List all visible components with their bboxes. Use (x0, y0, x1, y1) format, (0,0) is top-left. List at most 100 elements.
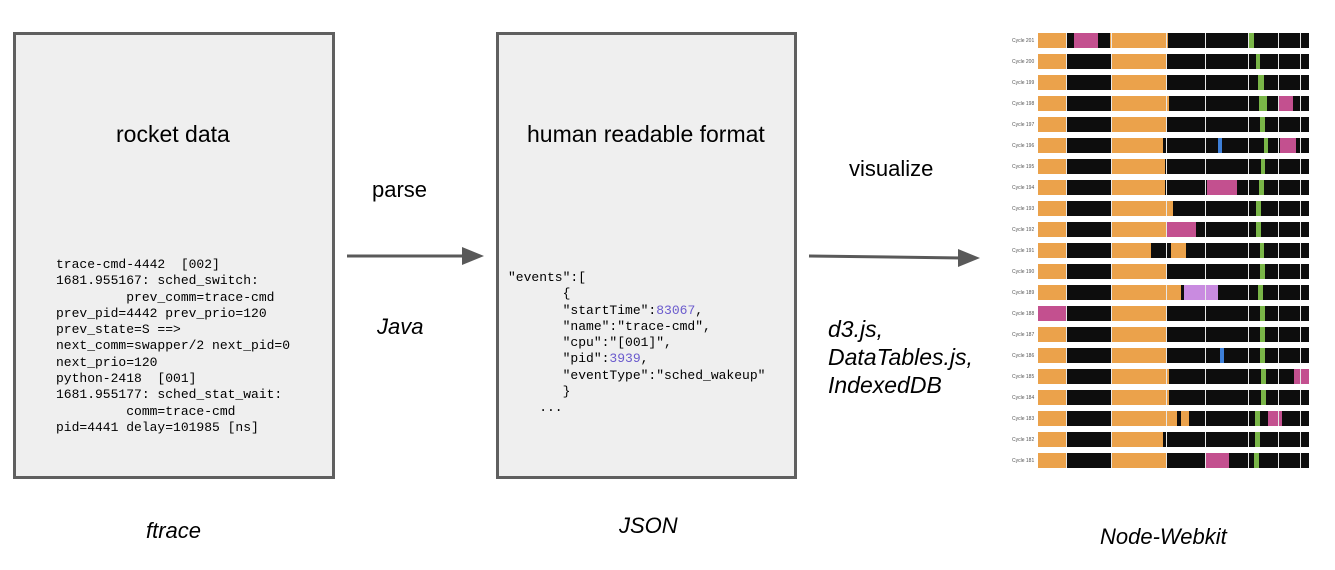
timeline-tick (1278, 159, 1279, 174)
timeline-tick (1066, 285, 1067, 300)
timeline-segment (1111, 453, 1167, 468)
timeline-segment (1259, 96, 1267, 111)
timeline-segment (1248, 33, 1254, 48)
timeline-row (1038, 222, 1309, 237)
timeline-segment (1218, 138, 1222, 153)
timeline-tick (1300, 264, 1301, 279)
timeline-tick (1205, 285, 1206, 300)
timeline-tick (1300, 453, 1301, 468)
timeline-tick (1066, 33, 1067, 48)
timeline-tick (1111, 285, 1112, 300)
timeline-tick (1248, 180, 1249, 195)
timeline-segment (1181, 285, 1184, 300)
timeline-segment (1207, 180, 1237, 195)
timeline-segment (1265, 327, 1309, 342)
timeline-segment (1038, 306, 1066, 321)
timeline-tick (1166, 222, 1167, 237)
timeline-tick (1300, 117, 1301, 132)
timeline-tick (1066, 327, 1067, 342)
timeline-segment (1263, 285, 1309, 300)
raw-data-title: rocket data (116, 121, 230, 147)
timeline-tick (1066, 369, 1067, 384)
timeline-tick (1066, 390, 1067, 405)
timeline-segment (1038, 432, 1066, 447)
timeline-tick (1300, 243, 1301, 258)
timeline-row-label: Cycle 196 (1012, 143, 1035, 149)
timeline-tick (1205, 327, 1206, 342)
timeline-tick (1066, 180, 1067, 195)
timeline-tick (1166, 369, 1167, 384)
timeline-segment (1066, 285, 1111, 300)
json-punct: , (640, 351, 649, 367)
timeline-tick (1205, 54, 1206, 69)
timeline-row-label: Cycle 191 (1012, 248, 1035, 254)
timeline-tick (1248, 138, 1249, 153)
timeline-segment (1260, 411, 1268, 426)
timeline-tick (1300, 180, 1301, 195)
timeline-segment (1196, 222, 1256, 237)
timeline-segment (1111, 180, 1165, 195)
d3-label: d3.js, (828, 316, 883, 342)
timeline-segment (1066, 411, 1111, 426)
timeline-segment (1166, 117, 1260, 132)
java-label: Java (377, 314, 424, 339)
json-number: 83067 (656, 302, 696, 318)
timeline-segment (1166, 222, 1196, 237)
parse-arrow (347, 247, 484, 265)
timeline-segment (1166, 348, 1220, 363)
ftrace-sample-text: trace-cmd-4442 [002] 1681.955167: sched_… (56, 257, 291, 435)
timeline-tick (1248, 327, 1249, 342)
timeline-row-label: Cycle 199 (1012, 80, 1035, 86)
timeline-segment (1038, 159, 1066, 174)
timeline-segment (1111, 264, 1166, 279)
timeline-segment (1279, 96, 1293, 111)
timeline-tick (1248, 390, 1249, 405)
timeline-segment (1074, 33, 1098, 48)
timeline-segment (1224, 348, 1260, 363)
timeline-tick (1111, 369, 1112, 384)
timeline-tick (1248, 159, 1249, 174)
timeline-segment (1066, 201, 1111, 216)
timeline-segment (1111, 243, 1151, 258)
timeline-segment (1111, 54, 1166, 69)
timeline-tick (1205, 180, 1206, 195)
timeline-segment (1259, 180, 1264, 195)
timeline-tick (1278, 222, 1279, 237)
timeline-segment (1038, 201, 1066, 216)
timeline-segment (1163, 432, 1255, 447)
timeline-tick (1300, 54, 1301, 69)
timeline-segment (1038, 33, 1066, 48)
timeline-segment (1038, 369, 1066, 384)
timeline-tick (1205, 306, 1206, 321)
timeline-segment (1260, 54, 1309, 69)
timeline-tick (1248, 243, 1249, 258)
timeline-tick (1066, 159, 1067, 174)
timeline-tick (1066, 201, 1067, 216)
timeline-segment (1111, 327, 1166, 342)
timeline-segment (1264, 75, 1309, 90)
timeline-tick (1300, 285, 1301, 300)
indexeddb-label: IndexedDB (828, 372, 942, 398)
timeline-row-label: Cycle 185 (1012, 374, 1035, 380)
timeline-tick (1278, 432, 1279, 447)
timeline-segment (1111, 159, 1165, 174)
timeline-segment (1066, 327, 1111, 342)
timeline-segment (1166, 327, 1260, 342)
timeline-tick (1066, 411, 1067, 426)
timeline-segment (1268, 411, 1282, 426)
timeline-tick (1248, 75, 1249, 90)
timeline-tick (1166, 180, 1167, 195)
timeline-segment (1259, 453, 1309, 468)
timeline-tick (1205, 117, 1206, 132)
timeline-segment (1266, 369, 1294, 384)
timeline-row (1038, 75, 1309, 90)
timeline-row (1038, 201, 1309, 216)
timeline-row-label: Cycle 197 (1012, 122, 1035, 128)
timeline-tick (1248, 453, 1249, 468)
timeline-tick (1166, 96, 1167, 111)
timeline-segment (1268, 138, 1280, 153)
timeline-tick (1205, 159, 1206, 174)
timeline-segment (1038, 138, 1066, 153)
